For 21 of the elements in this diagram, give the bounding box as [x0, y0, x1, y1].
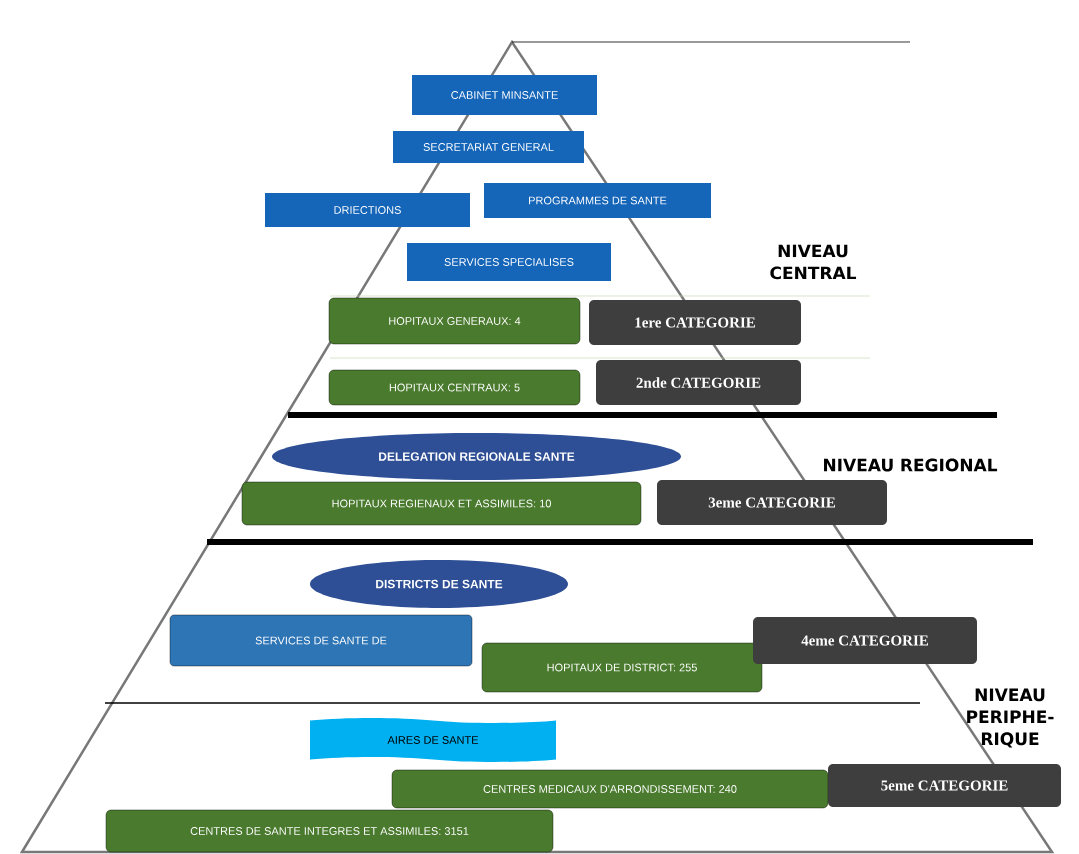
hospital-box: HOPITAUX DE DISTRICT: 255 [481, 642, 763, 693]
category-box: 5eme CATEGORIE [828, 764, 1061, 807]
org-box: DRIECTIONS [265, 193, 470, 227]
level-label: NIVEAU PERIPHE-RIQUE [967, 688, 1054, 748]
org-box: SERVICES SPECIALISES [407, 243, 611, 281]
category-box: 2nde CATEGORIE [596, 360, 801, 405]
hospital-box: HOPITAUX CENTRAUX: 5 [328, 369, 581, 406]
org-box: CABINET MINSANTE [412, 75, 597, 115]
level-label: NIVEAU REGIONAL [824, 458, 998, 472]
category-box: 3eme CATEGORIE [657, 480, 887, 525]
org-box: SERVICES DE SANTE DE [169, 614, 473, 667]
health-area-banner: AIRES DE SANTE [310, 718, 556, 762]
org-box: SECRETARIAT GENERAL [393, 131, 584, 163]
category-box: 4eme CATEGORIE [753, 617, 977, 664]
hospital-box: HOPITAUX GENERAUX: 4 [328, 297, 581, 345]
hospital-box: HOPITAUX REGIENAUX ET ASSIMILES: 10 [241, 481, 642, 526]
level-label: NIVEAU CENTRAL [770, 244, 857, 280]
org-box: PROGRAMMES DE SANTE [484, 183, 711, 218]
category-box: 1ere CATEGORIE [589, 300, 801, 345]
hospital-box: CENTRES MEDICAUX D'ARRONDISSEMENT: 240 [391, 769, 829, 809]
hospital-box: CENTRES DE SANTE INTEGRES ET ASSIMILES: 3151 [105, 809, 554, 853]
